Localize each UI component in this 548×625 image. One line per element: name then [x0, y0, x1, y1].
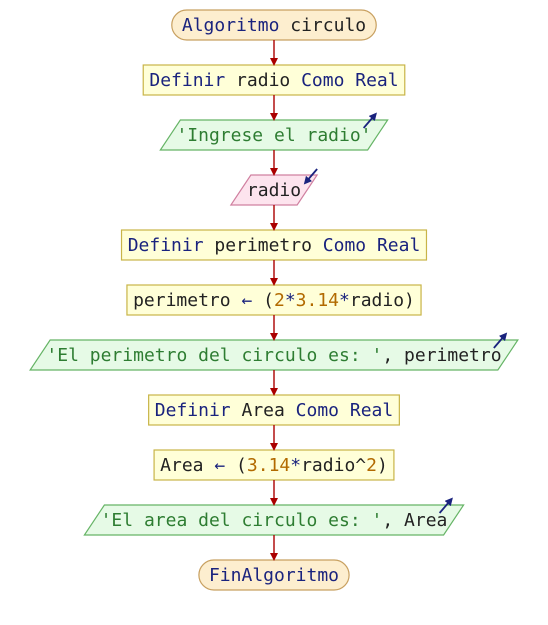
flow-node-assign-perimetro: perimetro ← (2*3.14*radio)	[126, 284, 422, 316]
label-number: 3.14	[296, 290, 339, 311]
flow-node-def-perimetro: Definir perimetro Como Real	[120, 229, 428, 261]
process-shape	[142, 64, 406, 96]
node-label: 'El perimetro del circulo es: ', perimet…	[46, 345, 501, 366]
label-default: )	[377, 455, 388, 476]
label-operator: ←	[214, 455, 225, 476]
process-shape	[120, 229, 428, 261]
node-label: radio	[247, 180, 301, 201]
input-shape	[229, 174, 319, 206]
label-default: Area	[231, 400, 296, 421]
label-string: 'Ingrese el radio'	[176, 125, 371, 146]
label-default: radio	[225, 70, 301, 91]
output-shape	[159, 119, 389, 151]
process-shape	[153, 449, 395, 481]
flow-node-def-radio: Definir radio Como Real	[142, 64, 406, 96]
label-default: perimetro	[204, 235, 323, 256]
label-default: radio^	[301, 455, 366, 476]
label-keyword: Algoritmo	[182, 15, 280, 36]
label-number: 2	[366, 455, 377, 476]
label-keyword: Como Real	[296, 400, 394, 421]
label-string: 'El perimetro del circulo es: '	[46, 345, 382, 366]
label-default: (	[252, 290, 274, 311]
label-operator: *	[285, 290, 296, 311]
label-operator: *	[290, 455, 301, 476]
label-default: circulo	[279, 15, 366, 36]
label-keyword: Como Real	[301, 70, 399, 91]
output-arrow-icon	[493, 332, 508, 349]
process-shape	[148, 394, 400, 426]
node-label: Definir perimetro Como Real	[128, 235, 421, 256]
label-default: , Area	[382, 510, 447, 531]
node-label: Area ← (3.14*radio^2)	[160, 455, 388, 476]
label-number: 2	[274, 290, 285, 311]
label-operator: *	[339, 290, 350, 311]
label-default: radio	[247, 180, 301, 201]
node-label: 'Ingrese el radio'	[176, 125, 371, 146]
flow-node-read-radio: radio	[229, 168, 319, 206]
label-default: , perimetro	[382, 345, 501, 366]
flow-node-start: Algoritmo circulo	[171, 9, 377, 41]
node-label: Definir Area Como Real	[155, 400, 393, 421]
label-number: 3.14	[247, 455, 290, 476]
node-label: 'El area del circulo es: ', Area	[101, 510, 448, 531]
label-keyword: Como Real	[323, 235, 421, 256]
input-arrow-icon	[303, 168, 318, 185]
node-label: perimetro ← (2*3.14*radio)	[133, 290, 415, 311]
label-keyword: Definir	[155, 400, 231, 421]
output-shape	[83, 504, 465, 536]
flow-node-def-area: Definir Area Como Real	[148, 394, 400, 426]
label-operator: ←	[241, 290, 252, 311]
flow-node-write-prompt: 'Ingrese el radio'	[159, 112, 389, 151]
label-keyword: Definir	[149, 70, 225, 91]
label-default: radio)	[350, 290, 415, 311]
label-string: 'El area del circulo es: '	[101, 510, 383, 531]
node-label: FinAlgoritmo	[209, 565, 339, 586]
node-label: Definir radio Como Real	[149, 70, 398, 91]
label-keyword: FinAlgoritmo	[209, 565, 339, 586]
label-default: Area	[160, 455, 214, 476]
label-default: (	[225, 455, 247, 476]
output-arrow-icon	[438, 497, 453, 514]
flow-node-write-perimetro: 'El perimetro del circulo es: ', perimet…	[29, 332, 519, 371]
flow-node-write-area: 'El area del circulo es: ', Area	[83, 497, 465, 536]
output-arrow-icon	[362, 112, 377, 129]
label-keyword: Definir	[128, 235, 204, 256]
output-shape	[29, 339, 519, 371]
node-label: Algoritmo circulo	[182, 15, 366, 36]
label-default: perimetro	[133, 290, 241, 311]
flow-node-end: FinAlgoritmo	[198, 559, 350, 591]
flow-node-assign-area: Area ← (3.14*radio^2)	[153, 449, 395, 481]
